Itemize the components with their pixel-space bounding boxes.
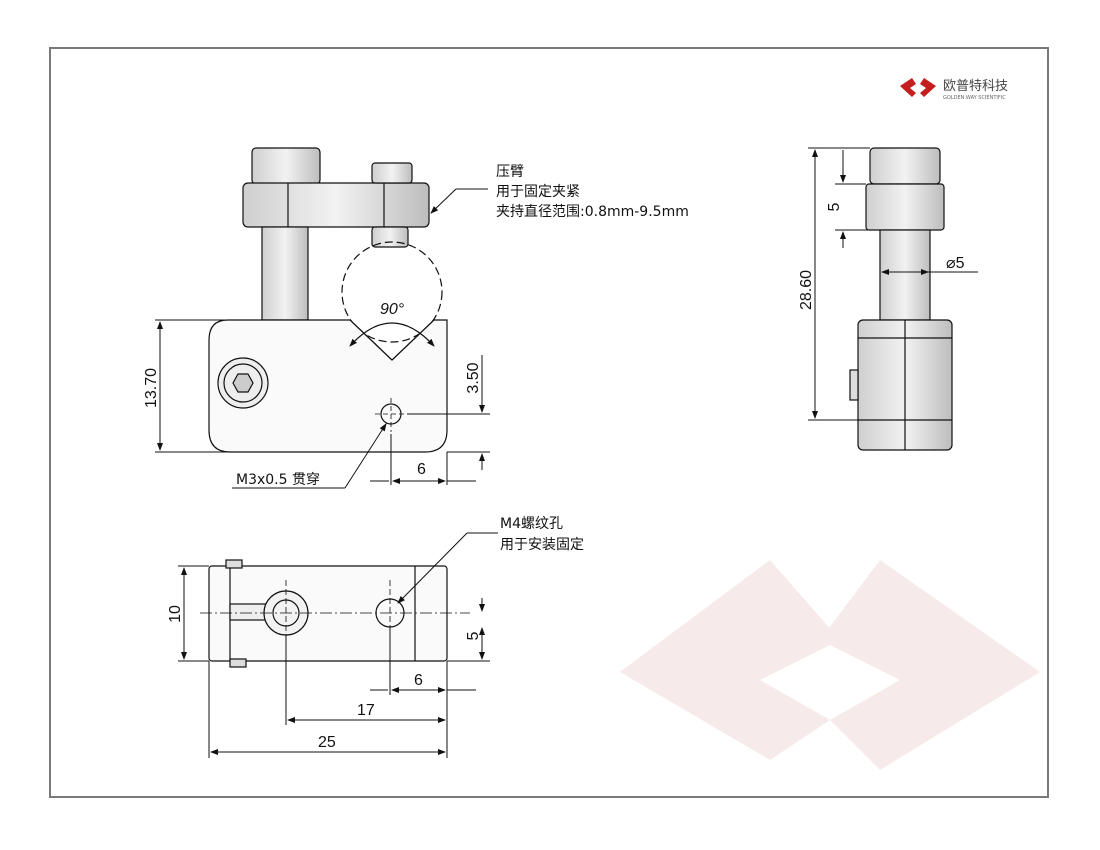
arm-desc-1: 用于固定夹紧 [496,184,580,200]
dim-top-hole-dist-label: 17 [357,702,375,719]
dim-top-length-label: 25 [318,734,336,751]
logo-name-cn: 欧普特科技 [943,79,1008,94]
arm-desc-2: 夹持直径范围:0.8mm-9.5mm [496,203,689,220]
dim-side-total [808,147,870,421]
logo-name-en: GOLDEN WAY SCIENTIFIC [943,95,1006,101]
dim-height-body-label: 13.70 [143,368,160,408]
dim-top-width [178,565,209,662]
side-view [849,147,953,451]
leader-m4-hole [397,532,498,604]
thread-through-label: M3x0.5 贯穿 [236,472,320,488]
dim-top-width-label: 10 [167,605,184,623]
dim-side-cap-label: 5 [826,202,843,211]
front-view [208,147,448,453]
top-view [200,559,470,668]
dim-top-hole-offset-label: 6 [414,672,423,689]
dim-side-cap [835,150,880,248]
dim-side-total-label: 28.60 [798,270,815,310]
arm-title: 压臂 [496,164,524,180]
dim-top-length [208,661,446,758]
watermark-logo [620,560,1040,770]
dim-side-dia-label: ⌀5 [946,255,965,272]
dim-hole-height [407,355,490,470]
dim-top-hole-offset [370,627,476,758]
dim-top-half [447,598,490,662]
dim-top-hole-dist [285,635,446,725]
dim-hole-offset-front [370,434,476,485]
m4-desc: 用于安装固定 [500,537,584,553]
dim-hole-offset-front-label: 6 [417,461,426,478]
company-logo: 欧普特科技 GOLDEN WAY SCIENTIFIC [900,78,1008,101]
dim-top-half-label: 5 [465,631,482,640]
leader-thread-through [232,423,387,489]
m4-title: M4螺纹孔 [500,516,563,532]
dim-hole-height-label: 3.50 [465,362,482,393]
dim-height-body [155,319,230,453]
leader-arm [430,188,488,214]
angle-label: 90° [380,301,405,318]
